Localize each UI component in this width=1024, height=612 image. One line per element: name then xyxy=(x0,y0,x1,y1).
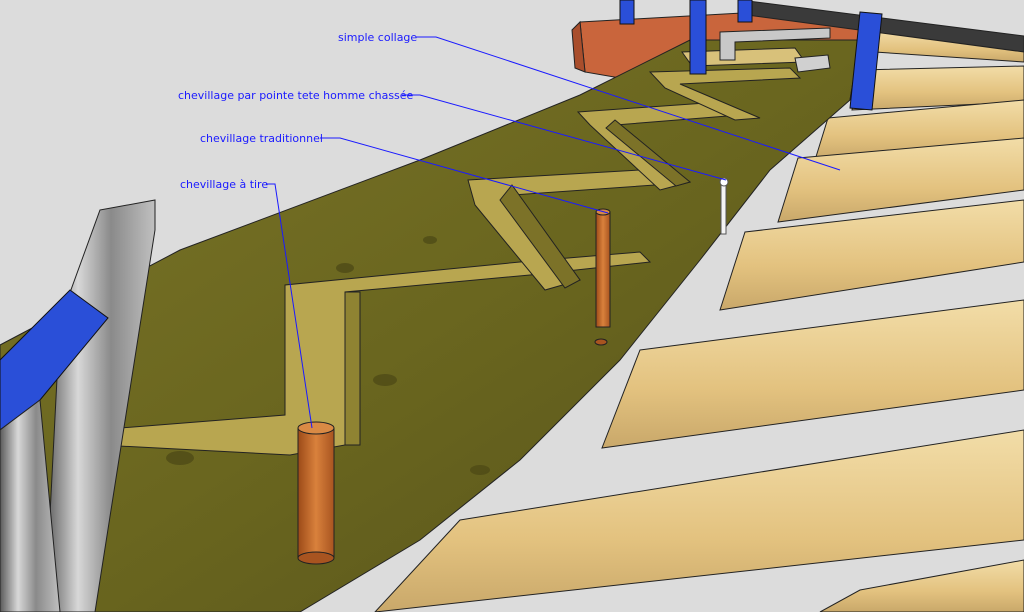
scarf-joints xyxy=(94,67,802,456)
joint-top xyxy=(648,67,802,121)
leader-lines xyxy=(266,36,841,429)
blue-clamps xyxy=(619,0,883,111)
wood-knots xyxy=(166,236,490,475)
steel-square xyxy=(719,27,831,73)
leader-trad xyxy=(320,137,609,214)
plank-6 xyxy=(601,299,1024,449)
joint-lower xyxy=(94,251,652,456)
leader-simple xyxy=(416,36,841,171)
leader-tire xyxy=(266,183,313,429)
peg-tire xyxy=(297,421,335,565)
leader-pointe xyxy=(402,94,727,181)
label-chevillage-traditionnel: chevillage traditionnel xyxy=(200,132,323,145)
label-chevillage-pointe: chevillage par pointe tete homme chassée xyxy=(178,89,414,102)
plank-4 xyxy=(777,137,1024,223)
plank-8 xyxy=(819,559,1024,612)
peg-traditionnel xyxy=(594,208,611,346)
plank-7 xyxy=(374,429,1024,612)
plank-5 xyxy=(719,199,1024,311)
label-simple-collage: simple collage xyxy=(338,31,417,44)
left-steel-clamp xyxy=(0,199,156,612)
label-chevillage-tire: chevillage à tire xyxy=(180,178,268,191)
